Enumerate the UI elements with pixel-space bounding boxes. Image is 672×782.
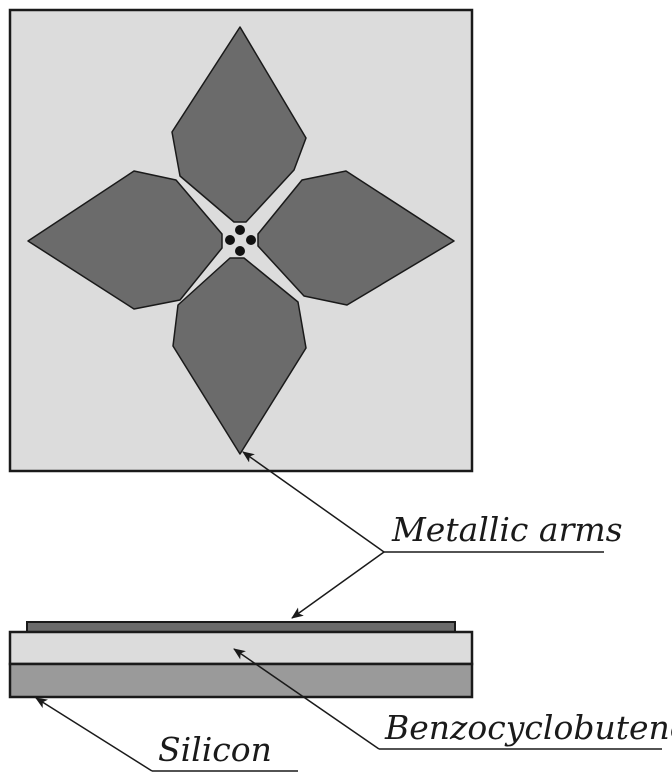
center-contacts: [225, 225, 256, 256]
label-metallic-arms: Metallic arms: [391, 510, 623, 549]
bcb-arrow: [233, 648, 380, 750]
metallic-arm-top: [171, 26, 307, 223]
cross-section: [8, 621, 474, 699]
silicon-arrow: [35, 697, 153, 772]
metallic-arm-bottom: [172, 257, 307, 455]
leader-lines: [35, 451, 662, 772]
metallic-arm-left: [27, 170, 223, 310]
metallic-arm-right: [257, 170, 455, 306]
label-silicon: Silicon: [158, 730, 272, 769]
metallic-arms-top-view: [27, 26, 455, 455]
metallic-arms-arrow-top: [242, 451, 385, 553]
label-benzocyclobutene: Benzocyclobutene: [384, 708, 672, 747]
metallic-arms-arrow-bottom: [291, 551, 385, 619]
cross-section-metal-layer: [26, 621, 456, 633]
contact-dot-bottom: [235, 246, 245, 256]
contact-dot-left: [225, 235, 235, 245]
contact-dot-right: [246, 235, 256, 245]
cross-section-silicon-layer: [8, 662, 474, 699]
contact-dot-top: [235, 225, 245, 235]
cross-section-bcb-layer: [8, 630, 474, 666]
